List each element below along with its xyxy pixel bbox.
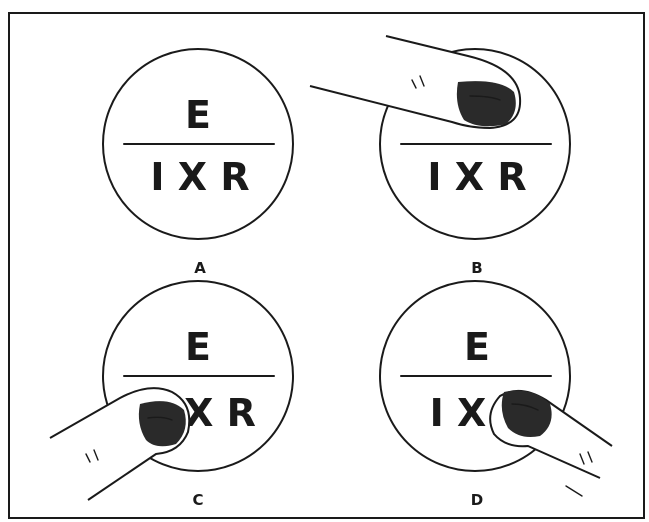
panel-d-numerator: E	[464, 325, 490, 369]
figure-border	[8, 12, 645, 519]
panel-c-caption: C	[192, 491, 203, 509]
panel-d-caption: D	[471, 491, 483, 509]
panel-b-circle	[379, 48, 571, 240]
panel-d-denominator: I X	[430, 391, 487, 435]
panel-c-circle	[102, 280, 294, 472]
panel-a-numerator: E	[185, 93, 211, 137]
panel-c-finger	[49, 387, 191, 501]
panel-d-finger	[489, 389, 613, 497]
panel-a-denominator: I X R	[150, 155, 249, 199]
panel-a-circle	[102, 48, 294, 240]
panel-b-caption: B	[471, 259, 482, 277]
panel-a-caption: A	[194, 259, 206, 277]
panel-b: I X R B	[309, 35, 571, 277]
panel-b-denominator: I X R	[427, 155, 526, 199]
panel-d-circle	[379, 280, 571, 472]
panel-c-denominator: X R	[184, 391, 256, 435]
panel-b-finger	[309, 35, 522, 129]
panel-a: E I X R A	[102, 48, 294, 277]
panel-c-numerator: E	[185, 325, 211, 369]
panel-d: E I X D	[379, 280, 613, 509]
panel-c: E X R C	[49, 280, 294, 509]
